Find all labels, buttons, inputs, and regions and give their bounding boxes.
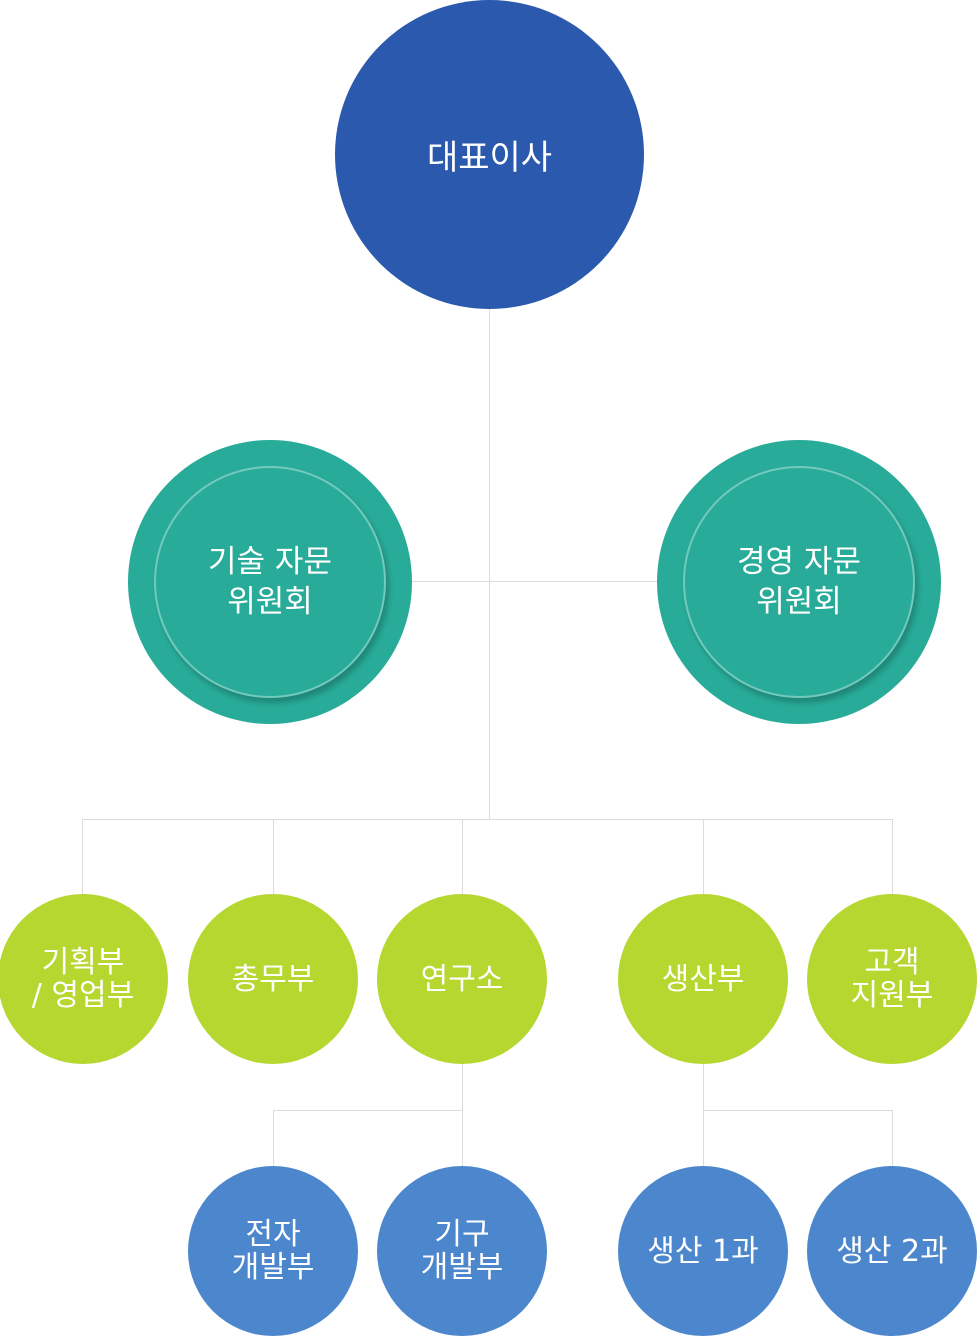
department-node-customer-support: 고객 지원부 [807, 894, 977, 1064]
ceo-label: 대표이사 [426, 138, 553, 178]
subteam-node-mechanical-dev: 기구 개발부 [377, 1166, 547, 1336]
connector-prod-bus [703, 1110, 893, 1111]
department-node-planning-sales: 기획부 / 영업부 [0, 894, 168, 1064]
department-label: 총무부 [231, 961, 315, 997]
connector-prod-sub-2 [892, 1110, 893, 1167]
connector-lab-bus [273, 1110, 463, 1111]
subteam-node-electronics-dev: 전자 개발부 [188, 1166, 358, 1336]
department-label: 기획부 / 영업부 [31, 945, 135, 1013]
connector-departments-bus [82, 819, 893, 820]
connector-dept-4 [703, 819, 704, 895]
department-label: 연구소 [420, 961, 504, 997]
subteam-label: 전자 개발부 [231, 1217, 315, 1285]
connector-dept-3 [462, 819, 463, 895]
connector-dept-5 [892, 819, 893, 895]
department-node-general-affairs: 총무부 [188, 894, 358, 1064]
connector-dept-1 [82, 819, 83, 895]
committee-node-tech: 기술 자문 위원회 [128, 440, 412, 724]
connector-ceo-trunk [489, 305, 490, 820]
committee-inner-ring: 기술 자문 위원회 [154, 466, 386, 698]
subteam-label: 생산 1과 [647, 1233, 759, 1269]
subteam-label: 생산 2과 [836, 1233, 948, 1269]
committee-label-mgmt: 경영 자문 위원회 [737, 544, 861, 620]
connector-prod-down [703, 1062, 704, 1167]
department-label: 고객 지원부 [850, 945, 934, 1013]
subteam-node-production-1: 생산 1과 [618, 1166, 788, 1336]
department-node-research-lab: 연구소 [377, 894, 547, 1064]
committee-label-tech: 기술 자문 위원회 [208, 544, 332, 620]
ceo-node: 대표이사 [335, 0, 644, 309]
connector-dept-2 [273, 819, 274, 895]
department-label: 생산부 [661, 961, 745, 997]
committee-node-mgmt: 경영 자문 위원회 [657, 440, 941, 724]
department-node-production: 생산부 [618, 894, 788, 1064]
subteam-node-production-2: 생산 2과 [807, 1166, 977, 1336]
connector-lab-sub-1 [273, 1110, 274, 1167]
subteam-label: 기구 개발부 [420, 1217, 504, 1285]
connector-lab-down [462, 1062, 463, 1167]
connector-committees [410, 581, 660, 582]
committee-inner-ring: 경영 자문 위원회 [683, 466, 915, 698]
